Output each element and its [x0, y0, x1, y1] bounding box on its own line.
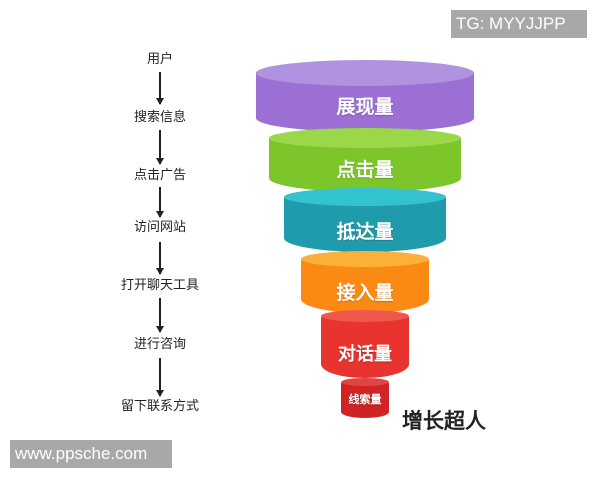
layer-top — [269, 128, 461, 148]
funnel-layer-impressions: 展现量 — [256, 60, 474, 132]
layer-label: 展现量 — [336, 96, 394, 118]
layer-top — [284, 188, 446, 206]
funnel-layer-accesses: 接入量 — [301, 251, 429, 313]
down-arrow-icon — [156, 358, 163, 397]
brand-logo: 增长超人 — [402, 409, 486, 433]
funnel-layer-leads: 线索量 — [341, 378, 389, 418]
layer-label: 对话量 — [338, 344, 392, 365]
flow-step-visit-site: 访问网站 — [133, 220, 186, 235]
flow-step-leave-contact: 留下联系方式 — [120, 399, 199, 414]
flow-step-consult: 进行咨询 — [133, 337, 186, 352]
layer-label: 接入量 — [336, 282, 394, 304]
layer-body — [284, 198, 446, 252]
watermark-top-right: TG: MYYJJPP — [451, 10, 587, 38]
layer-body — [321, 317, 409, 378]
down-arrow-icon — [156, 187, 163, 218]
down-arrow-icon — [156, 72, 163, 105]
layer-label: 抵达量 — [336, 221, 394, 243]
flow-step-click-ad: 点击广告 — [133, 168, 186, 183]
down-arrow-icon — [156, 298, 163, 333]
layer-body — [341, 383, 389, 418]
flow-step-search: 搜索信息 — [133, 110, 186, 125]
funnel-layer-arrivals: 抵达量 — [284, 188, 446, 252]
layer-top — [321, 310, 409, 322]
layer-top — [256, 60, 474, 86]
layer-label: 点击量 — [336, 159, 394, 181]
layer-top — [341, 378, 389, 386]
watermark-bottom-left: www.ppsche.com — [10, 440, 172, 468]
down-arrow-icon — [156, 130, 163, 165]
flow-step-user: 用户 — [146, 52, 173, 67]
funnel-layer-conversations: 对话量 — [321, 310, 409, 378]
layer-body — [301, 260, 429, 313]
funnel-layer-clicks: 点击量 — [269, 128, 461, 192]
layer-top — [301, 251, 429, 267]
flow-step-open-chat: 打开聊天工具 — [120, 278, 199, 293]
down-arrow-icon — [156, 242, 163, 275]
layer-label: 线索量 — [348, 393, 382, 406]
